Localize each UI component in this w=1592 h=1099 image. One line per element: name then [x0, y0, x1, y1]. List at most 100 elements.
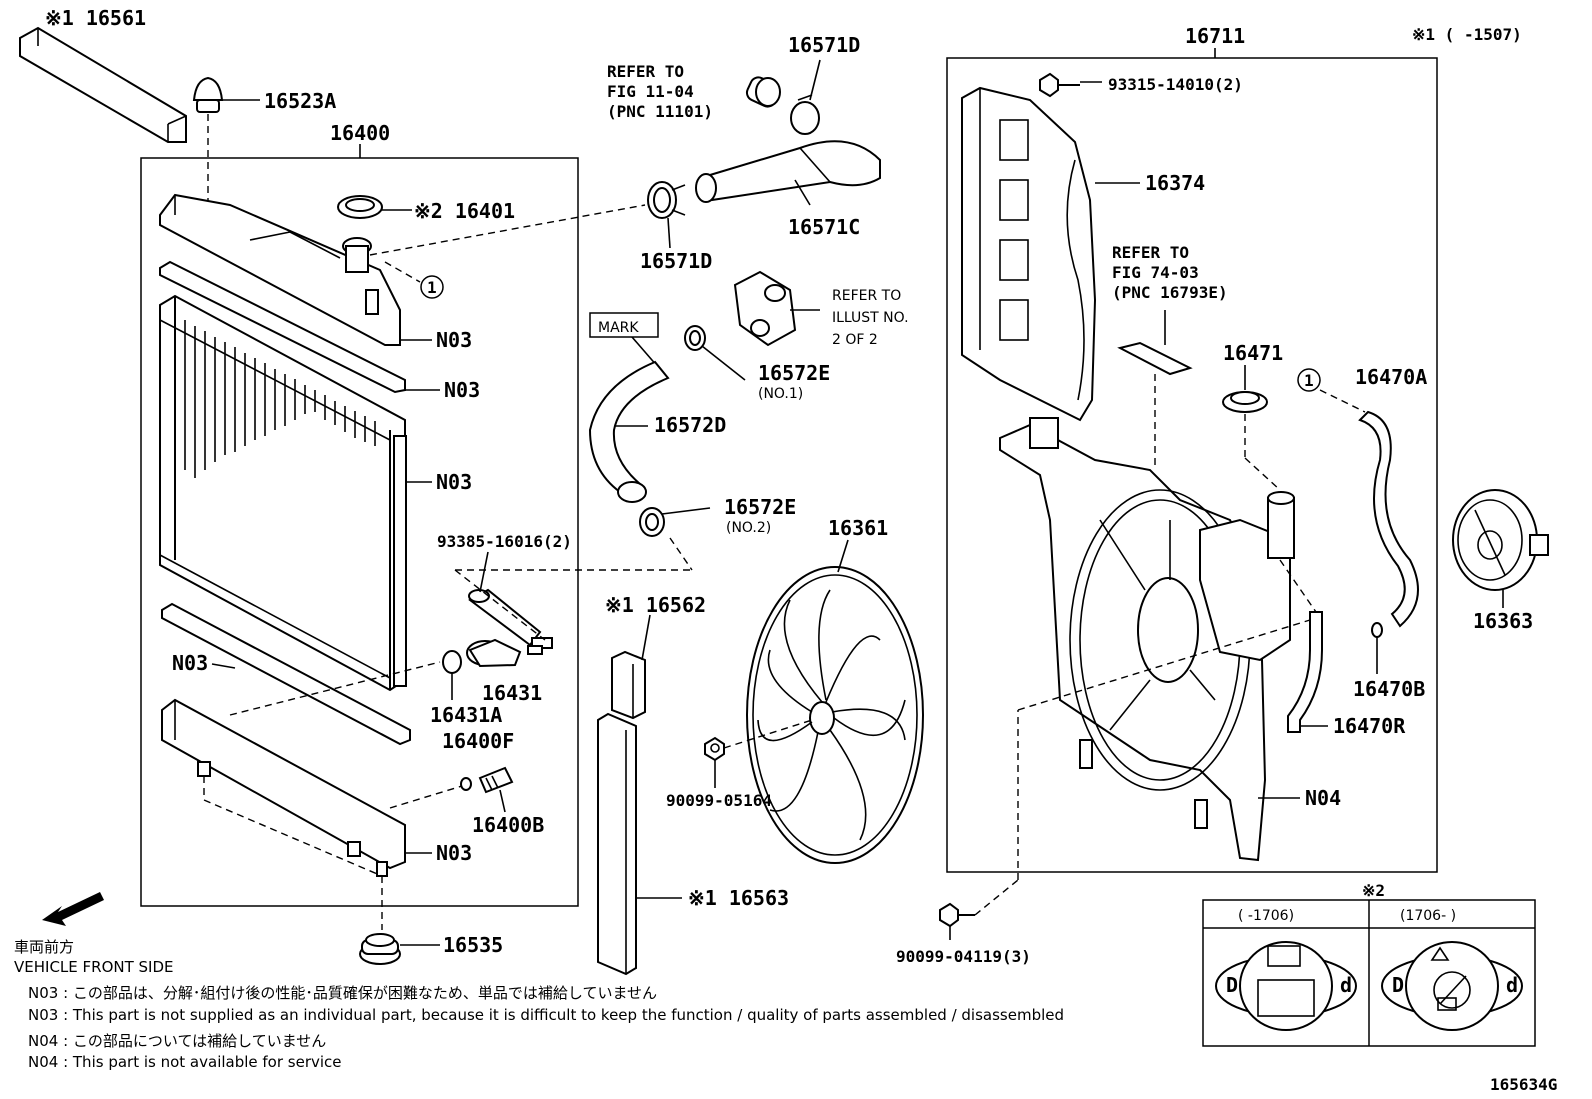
part-16562-foam: [611, 650, 646, 720]
dash-cap-to-hose: [369, 204, 646, 256]
dash-16470A: [1319, 389, 1366, 413]
vehicle-front-en: VEHICLE FRONT SIDE: [14, 958, 174, 976]
part-16535-grommet: [359, 933, 440, 965]
svg-text:d: d: [1506, 973, 1518, 997]
refer3-line1: REFER TO: [1112, 243, 1189, 262]
dash-bolt3: [1017, 619, 1311, 711]
label-16401: ※2 16401: [414, 199, 515, 223]
label-16470A: 16470A: [1355, 365, 1427, 389]
part-16401-cap: [337, 195, 412, 219]
part-16571D-top-clamp: [745, 76, 820, 135]
label-16470R: 16470R: [1333, 714, 1406, 738]
part-16374-shroud: [961, 86, 1097, 422]
cap-inset-left-header: ( -1706): [1238, 908, 1294, 924]
label-16471: 16471: [1223, 341, 1283, 365]
corner-note: ※1 ( -1507): [1412, 25, 1522, 44]
note-n04-jp: N04 : この部品については補給していません: [28, 1032, 327, 1050]
label-16711: 16711: [1185, 24, 1245, 48]
ref-circle-1-right: [1297, 368, 1321, 392]
leader-N03-4: [211, 663, 236, 669]
label-16400F: 16400F: [442, 729, 514, 753]
dash-bolt: [974, 879, 1019, 916]
radiator-side-member: [393, 435, 407, 687]
part-16572E-1-clamp: [684, 325, 746, 381]
cap-old-icon: D d: [1215, 941, 1357, 1031]
dash-16470R: [1279, 559, 1317, 613]
label-16563: ※1 16563: [688, 886, 789, 910]
ref-circle-1-left-text: 1: [427, 278, 437, 297]
refer1-line1: REFER TO: [607, 62, 684, 81]
label-90099-05164: 90099-05164: [666, 791, 772, 810]
refer2-line2: ILLUST NO.: [832, 310, 909, 326]
vehicle-front-arrow-icon: [42, 892, 104, 926]
dash-oring: [229, 661, 441, 716]
label-16470B: 16470B: [1353, 677, 1425, 701]
mark-label: MARK: [598, 320, 639, 336]
label-16571D-top: 16571D: [788, 33, 860, 57]
radiator-lower-tank: [161, 698, 406, 877]
part-93315-bolt: [1039, 72, 1080, 98]
leader-16562: [641, 614, 651, 661]
footer-code: 165634G: [1490, 1075, 1557, 1094]
leader-16571D-bot: [667, 217, 671, 249]
radiator-core: [159, 294, 406, 692]
refer-label-plate: [1117, 341, 1193, 376]
vehicle-front-jp: 車両前方: [14, 938, 75, 956]
svg-text:D: D: [1392, 973, 1404, 997]
svg-text:D: D: [1226, 973, 1238, 997]
note-n03-en: N03 : This part is not supplied as an in…: [28, 1006, 1065, 1024]
label-16561: ※1 16561: [45, 6, 146, 30]
cap-inset-right-header: (1706- ): [1400, 908, 1456, 924]
part-16563-foam: [597, 712, 637, 976]
leader-16571D-top: [809, 59, 821, 101]
label-N04: N04: [1305, 786, 1341, 810]
part-16400F-oring: [460, 777, 472, 791]
label-90099-04119: 90099-04119(3): [896, 947, 1031, 966]
part-16361-fan: [746, 566, 924, 864]
label-93385: 93385-16016(2): [437, 532, 572, 551]
label-16400B: 16400B: [472, 813, 544, 837]
refer3-line2: FIG 74-03: [1112, 263, 1199, 282]
svg-text:d: d: [1340, 973, 1352, 997]
label-16374: 16374: [1145, 171, 1205, 195]
dash-cap-to-ref: [384, 261, 421, 283]
leader-93385: [479, 551, 489, 593]
label-16562: ※1 16562: [605, 593, 706, 617]
radiator-lower-seal: [161, 602, 411, 746]
part-16431-outlet: [466, 588, 553, 668]
label-N03-4: N03: [172, 651, 208, 675]
label-16571D-bot: 16571D: [640, 249, 712, 273]
part-16561-strip: [19, 26, 187, 143]
part-16523A-cushion: [192, 76, 260, 205]
part-16400B-drain: [478, 766, 514, 794]
ref-circle-1-right-text: 1: [1304, 371, 1314, 390]
leader-16400B: [499, 789, 506, 813]
label-16523A: 16523A: [264, 89, 336, 113]
dash-hose-lower: [669, 537, 693, 571]
leader-16571C: [794, 179, 811, 206]
label-16572E-2-sub: (NO.2): [726, 520, 771, 536]
part-16572E-2-clamp: [639, 507, 711, 537]
refer1-line3: (PNC 11101): [607, 102, 713, 121]
fan-assembly-frame: [946, 57, 1438, 873]
leader-16361: [837, 539, 849, 573]
dash-nut: [723, 719, 813, 749]
part-16572D-hose: [588, 360, 670, 503]
part-16470B-clip: [1371, 622, 1383, 638]
dash-16471b: [1244, 457, 1281, 491]
label-16361: 16361: [828, 516, 888, 540]
water-inlet-housing: [733, 270, 797, 347]
dash-lower-tank2: [203, 799, 383, 877]
label-N03-1: N03: [436, 328, 472, 352]
refer3-line3: (PNC 16793E): [1112, 283, 1228, 302]
part-16363-motor: [1452, 489, 1549, 591]
label-16400: 16400: [330, 121, 390, 145]
label-16431: 16431: [482, 681, 542, 705]
part-16571C-hose: [695, 140, 881, 203]
label-N03-2: N03: [444, 378, 480, 402]
label-N03-3: N03: [436, 470, 472, 494]
radiator-upper-tank: [159, 193, 401, 346]
label-93315: 93315-14010(2): [1108, 75, 1243, 94]
ref-circle-1-left: [420, 275, 444, 299]
